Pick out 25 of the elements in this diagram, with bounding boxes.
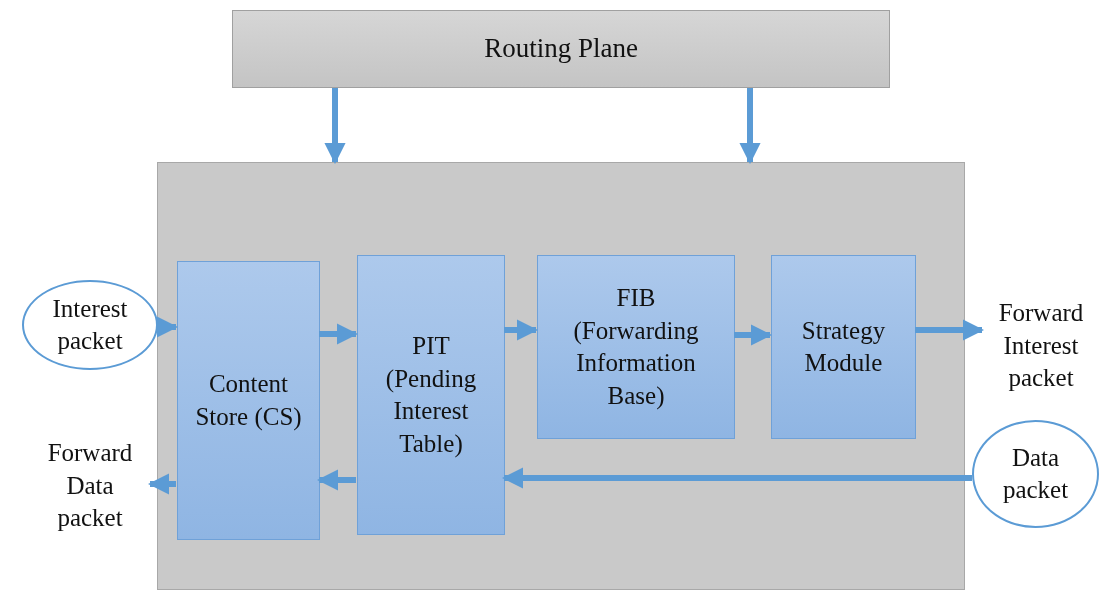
node-text: Strategy Module [800,315,887,378]
arrow [156,316,179,338]
arrow [504,319,539,341]
node-text: Data packet [1001,442,1070,505]
node-text: FIB (Forwarding Information Base) [572,283,700,412]
arrow [319,323,359,345]
packet-label: Forward Interest packet [997,298,1085,394]
packet-label: Forward Data packet [46,438,134,534]
arrow [316,469,356,491]
node-text: PIT (Pending Interest Table) [384,331,478,460]
module-box [771,255,916,439]
node-text: Content Store (CS) [194,369,303,433]
module-box [357,255,505,535]
arrow [324,88,346,165]
module-box [177,261,320,540]
module-box [537,255,735,439]
arrow [501,467,972,489]
routing-plane-box [232,10,890,88]
arrow [147,473,176,495]
node-text: Interest packet [51,293,129,356]
arrow [739,88,761,165]
arrow [734,324,773,346]
arrow [915,319,985,341]
node-text: Routing Plane [483,32,639,66]
node-frame [157,162,965,590]
